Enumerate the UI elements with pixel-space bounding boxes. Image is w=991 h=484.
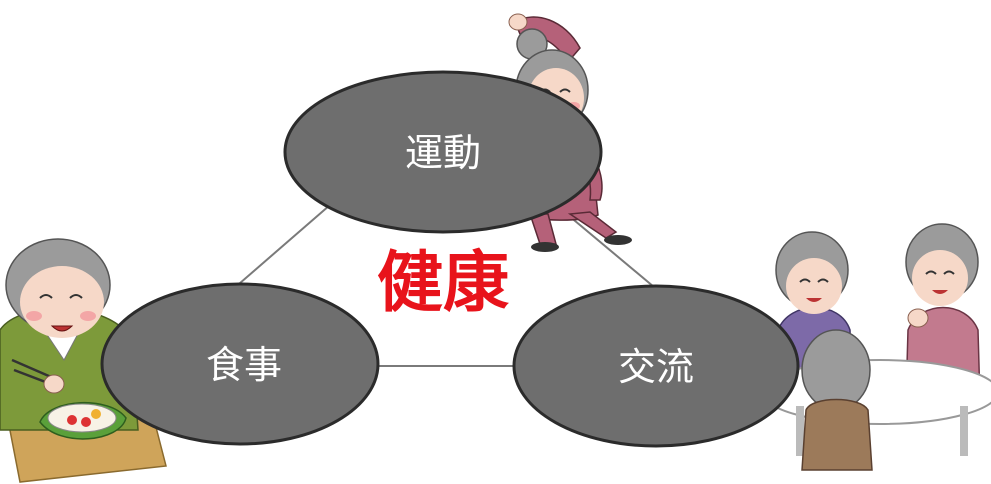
- node-label-social: 交流: [618, 345, 694, 389]
- node-meal: 食事: [100, 282, 380, 446]
- node-exercise: 運動: [283, 70, 603, 234]
- node-label-exercise: 運動: [405, 131, 481, 175]
- node-label-meal: 食事: [206, 343, 282, 387]
- center-label-health: 健康: [377, 244, 509, 321]
- node-social: 交流: [512, 284, 800, 448]
- edge-top-left: [231, 204, 331, 291]
- social-illustration: [761, 223, 991, 471]
- meal-illustration: [0, 238, 167, 483]
